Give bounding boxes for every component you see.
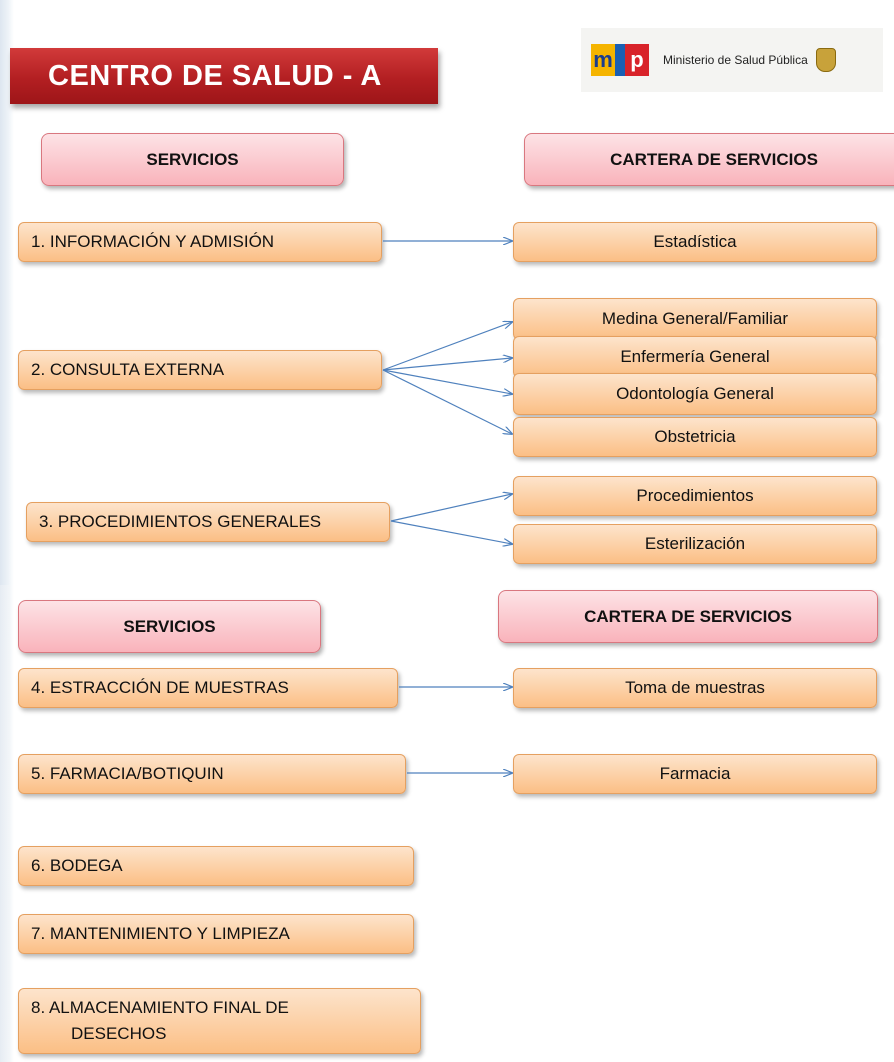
arrow-consulta-odontologia: [382, 369, 512, 394]
logo-m-mark: m: [591, 44, 615, 76]
logo-p-mark: p: [625, 44, 649, 76]
side-decoration-lower: [0, 585, 14, 1062]
cartera-obstetricia: Obstetricia: [513, 417, 877, 457]
servicio-consulta-externa: 2. CONSULTA EXTERNA: [18, 350, 382, 390]
servicio-extraccion-muestras: 4. ESTRACCIÓN DE MUESTRAS: [18, 668, 398, 708]
page-title: CENTRO DE SALUD - A: [10, 48, 438, 104]
servicio-almacenamiento-line1: 8. ALMACENAMIENTO FINAL DE: [31, 998, 289, 1017]
logo-text: Ministerio de Salud Pública: [663, 53, 808, 67]
cartera-farmacia: Farmacia: [513, 754, 877, 794]
cartera-enfermeria-general: Enfermería General: [513, 336, 877, 378]
arrow-consulta-enfermeria: [382, 358, 512, 371]
arrow-procedimientos-proc: [390, 494, 512, 522]
servicio-bodega: 6. BODEGA: [18, 846, 414, 886]
cartera-toma-muestras: Toma de muestras: [513, 668, 877, 708]
cartera-header-2: CARTERA DE SERVICIOS: [498, 590, 878, 643]
servicio-mantenimiento-limpieza: 7. MANTENIMIENTO Y LIMPIEZA: [18, 914, 414, 954]
servicio-informacion-admision: 1. INFORMACIÓN Y ADMISIÓN: [18, 222, 382, 262]
servicio-procedimientos-generales: 3. PROCEDIMIENTOS GENERALES: [26, 502, 390, 542]
coat-of-arms-icon: [815, 48, 836, 72]
arrow-procedimientos-esteril: [390, 520, 512, 544]
arrow-consulta-medicina: [382, 322, 512, 371]
cartera-procedimientos: Procedimientos: [513, 476, 877, 516]
ministry-logo: m p Ministerio de Salud Pública: [581, 28, 883, 92]
servicios-header-2: SERVICIOS: [18, 600, 321, 653]
cartera-estadistica: Estadística: [513, 222, 877, 262]
cartera-esterilizacion: Esterilización: [513, 524, 877, 564]
servicio-almacenamiento-desechos: 8. ALMACENAMIENTO FINAL DE DESECHOS: [18, 988, 421, 1054]
servicio-farmacia-botiquin: 5. FARMACIA/BOTIQUIN: [18, 754, 406, 794]
servicios-header: SERVICIOS: [41, 133, 344, 186]
logo-s-mark: [615, 44, 625, 76]
cartera-header: CARTERA DE SERVICIOS: [524, 133, 894, 186]
servicio-almacenamiento-line2: DESECHOS: [71, 1024, 167, 1043]
side-decoration: [0, 0, 14, 585]
cartera-odontologia-general: Odontología General: [513, 373, 877, 415]
arrow-consulta-obstetricia: [382, 369, 512, 434]
cartera-medicina-general: Medina General/Familiar: [513, 298, 877, 340]
